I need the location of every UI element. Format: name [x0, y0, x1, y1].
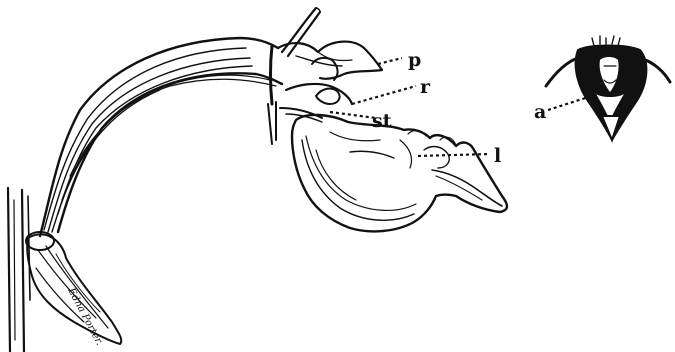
label-r: r: [420, 76, 431, 98]
rostellum: [286, 84, 352, 104]
label-l: l: [494, 145, 501, 167]
flower-node: [268, 46, 276, 144]
bee-head: [546, 36, 670, 140]
label-p: p: [408, 49, 421, 71]
labellum: [292, 115, 507, 231]
label-st: st: [372, 110, 392, 132]
plant-stem: [8, 188, 30, 352]
flower-ovary: [40, 38, 282, 236]
label-a: a: [534, 101, 546, 123]
